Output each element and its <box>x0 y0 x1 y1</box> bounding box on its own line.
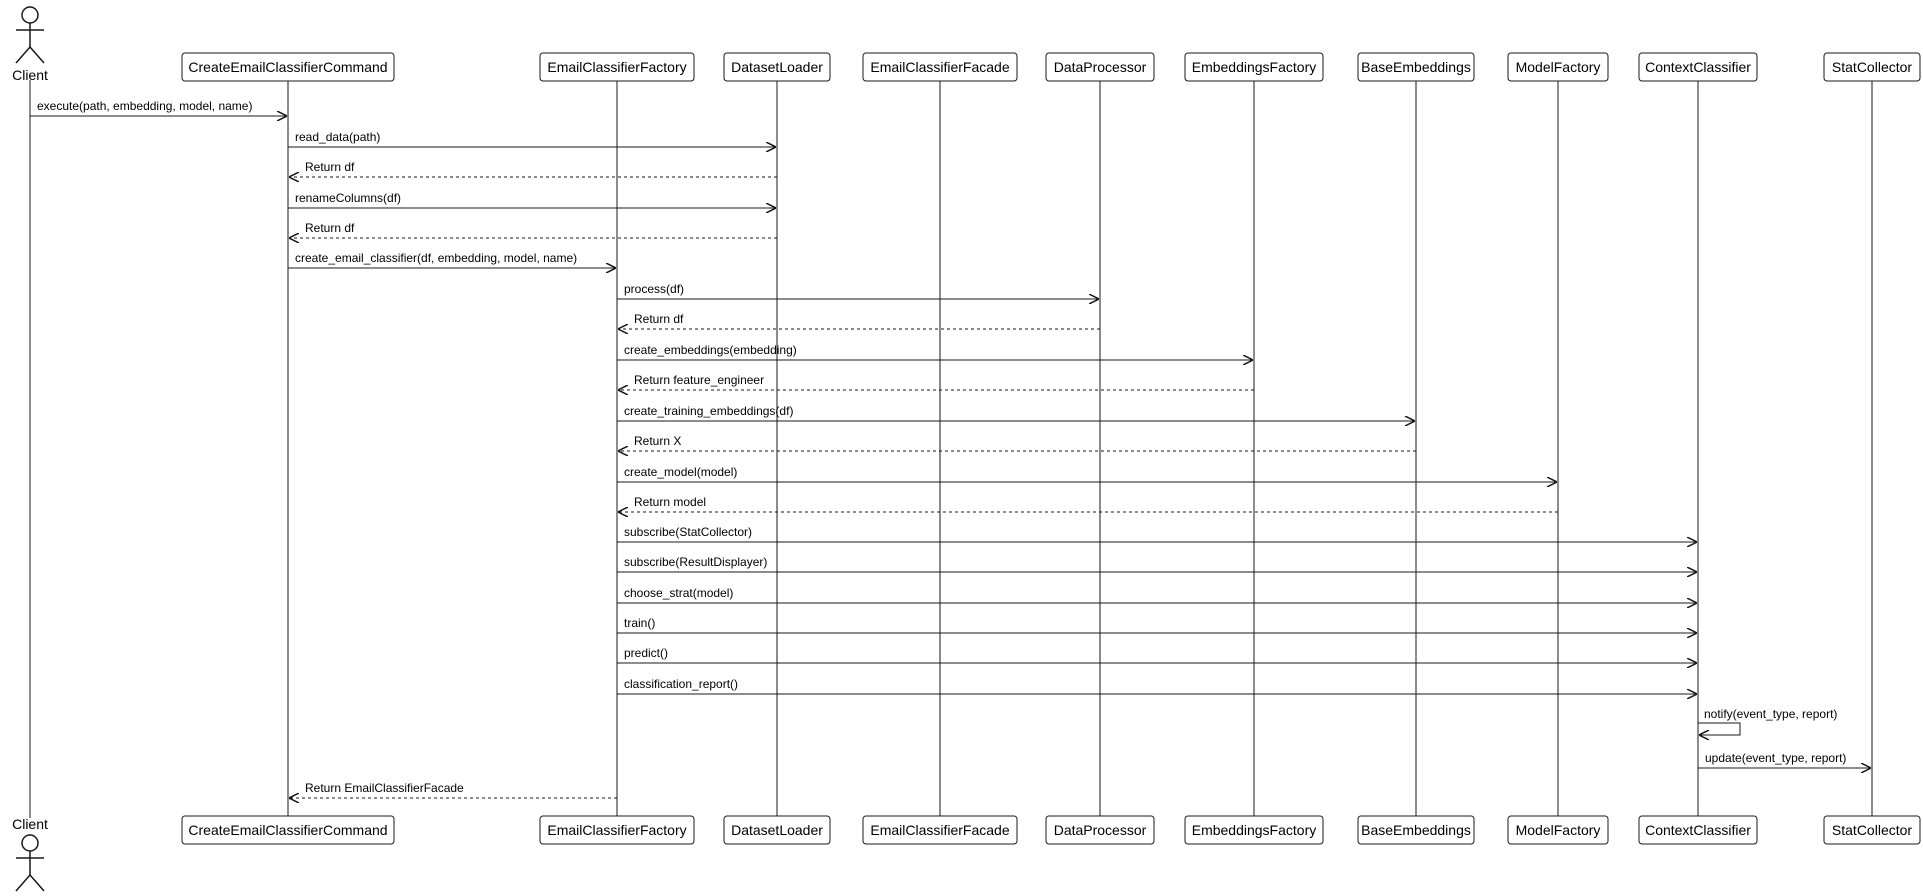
message-label: subscribe(StatCollector) <box>624 525 752 539</box>
participant-label-loader: DatasetLoader <box>731 822 823 838</box>
message-2: read_data(path) <box>288 130 776 147</box>
message-10: Return feature_engineer <box>618 373 1254 390</box>
message-label: notify(event_type, report) <box>1704 707 1837 721</box>
participant-factory-top: EmailClassifierFactory <box>539 52 695 82</box>
message-label: Return model <box>634 495 706 509</box>
participant-modelfactory-top: ModelFactory <box>1507 52 1609 82</box>
message-label: Return df <box>634 312 684 326</box>
message-21: notify(event_type, report) <box>1698 707 1837 735</box>
actor-label-client: Client <box>12 67 48 83</box>
message-19: predict() <box>617 646 1697 663</box>
participant-label-facade: EmailClassifierFacade <box>870 822 1009 838</box>
message-22: update(event_type, report) <box>1698 751 1871 768</box>
message-4: renameColumns(df) <box>288 191 776 208</box>
participant-facade-bottom: EmailClassifierFacade <box>862 815 1018 845</box>
message-17: choose_strat(model) <box>617 586 1697 603</box>
message-14: Return model <box>618 495 1558 512</box>
participant-stat-bottom: StatCollector <box>1823 815 1921 845</box>
message-8: Return df <box>618 312 1100 329</box>
participant-context-bottom: ContextClassifier <box>1638 815 1758 845</box>
message-label: execute(path, embedding, model, name) <box>37 99 252 113</box>
message-label: create_model(model) <box>624 465 737 479</box>
lifelines <box>29 80 1873 818</box>
message-5: Return df <box>289 221 777 238</box>
actor-label-client: Client <box>12 816 48 832</box>
message-6: create_email_classifier(df, embedding, m… <box>288 251 616 268</box>
message-arrow <box>1698 722 1741 735</box>
participant-processor-top: DataProcessor <box>1045 52 1155 82</box>
message-7: process(df) <box>617 282 1099 299</box>
message-label: read_data(path) <box>295 130 380 144</box>
message-label: Return df <box>305 221 355 235</box>
message-18: train() <box>617 616 1697 633</box>
participant-label-context: ContextClassifier <box>1645 822 1751 838</box>
participant-stat-top: StatCollector <box>1823 52 1921 82</box>
participant-label-stat: StatCollector <box>1832 59 1912 75</box>
participant-label-baseemb: BaseEmbeddings <box>1361 822 1471 838</box>
message-3: Return df <box>289 160 777 177</box>
participant-baseemb-top: BaseEmbeddings <box>1357 52 1475 82</box>
message-16: subscribe(ResultDisplayer) <box>617 555 1697 572</box>
message-13: create_model(model) <box>617 465 1557 482</box>
participant-label-loader: DatasetLoader <box>731 59 823 75</box>
participant-baseemb-bottom: BaseEmbeddings <box>1357 815 1475 845</box>
participant-facade-top: EmailClassifierFacade <box>862 52 1018 82</box>
message-label: update(event_type, report) <box>1705 751 1846 765</box>
actor-client-top <box>15 6 45 64</box>
message-label: predict() <box>624 646 668 660</box>
message-9: create_embeddings(embedding) <box>617 343 1253 360</box>
participant-label-factory: EmailClassifierFactory <box>547 59 686 75</box>
message-label: subscribe(ResultDisplayer) <box>624 555 767 569</box>
message-11: create_training_embeddings(df) <box>617 404 1415 421</box>
participant-label-factory: EmailClassifierFactory <box>547 822 686 838</box>
participant-label-baseemb: BaseEmbeddings <box>1361 59 1471 75</box>
messages: execute(path, embedding, model, name) rea… <box>30 99 1871 798</box>
participant-label-modelfactory: ModelFactory <box>1516 822 1601 838</box>
message-label: create_training_embeddings(df) <box>624 404 793 418</box>
participant-label-command: CreateEmailClassifierCommand <box>188 822 387 838</box>
participant-embfactory-top: EmbeddingsFactory <box>1184 52 1324 82</box>
participant-headers: ClientClientCreateEmailClassifierCommand… <box>12 6 1921 892</box>
participant-label-command: CreateEmailClassifierCommand <box>188 59 387 75</box>
message-label: process(df) <box>624 282 684 296</box>
participant-label-modelfactory: ModelFactory <box>1516 59 1601 75</box>
message-label: create_email_classifier(df, embedding, m… <box>295 251 577 265</box>
participant-label-processor: DataProcessor <box>1054 59 1147 75</box>
participant-label-processor: DataProcessor <box>1054 822 1147 838</box>
participant-label-context: ContextClassifier <box>1645 59 1751 75</box>
message-23: Return EmailClassifierFacade <box>289 781 617 798</box>
participant-label-embfactory: EmbeddingsFactory <box>1192 822 1317 838</box>
message-label: Return EmailClassifierFacade <box>305 781 464 795</box>
participant-factory-bottom: EmailClassifierFactory <box>539 815 695 845</box>
participant-loader-top: DatasetLoader <box>723 52 831 82</box>
message-label: Return df <box>305 160 355 174</box>
actor-head-icon <box>21 834 39 852</box>
message-label: train() <box>624 616 655 630</box>
participant-label-stat: StatCollector <box>1832 822 1912 838</box>
actor-head-icon <box>21 6 39 24</box>
participant-label-embfactory: EmbeddingsFactory <box>1192 59 1317 75</box>
message-label: classification_report() <box>624 677 738 691</box>
participant-loader-bottom: DatasetLoader <box>723 815 831 845</box>
participant-processor-bottom: DataProcessor <box>1045 815 1155 845</box>
message-label: choose_strat(model) <box>624 586 733 600</box>
participant-label-facade: EmailClassifierFacade <box>870 59 1009 75</box>
message-label: Return X <box>634 434 681 448</box>
message-15: subscribe(StatCollector) <box>617 525 1697 542</box>
participant-embfactory-bottom: EmbeddingsFactory <box>1184 815 1324 845</box>
message-label: renameColumns(df) <box>295 191 401 205</box>
participant-context-top: ContextClassifier <box>1638 52 1758 82</box>
message-label: Return feature_engineer <box>634 373 764 387</box>
message-12: Return X <box>618 434 1416 451</box>
participant-command-top: CreateEmailClassifierCommand <box>181 52 395 82</box>
message-20: classification_report() <box>617 677 1697 694</box>
actor-client-bottom <box>15 834 45 892</box>
participant-command-bottom: CreateEmailClassifierCommand <box>181 815 395 845</box>
message-1: execute(path, embedding, model, name) <box>30 99 287 116</box>
participant-modelfactory-bottom: ModelFactory <box>1507 815 1609 845</box>
message-label: create_embeddings(embedding) <box>624 343 797 357</box>
